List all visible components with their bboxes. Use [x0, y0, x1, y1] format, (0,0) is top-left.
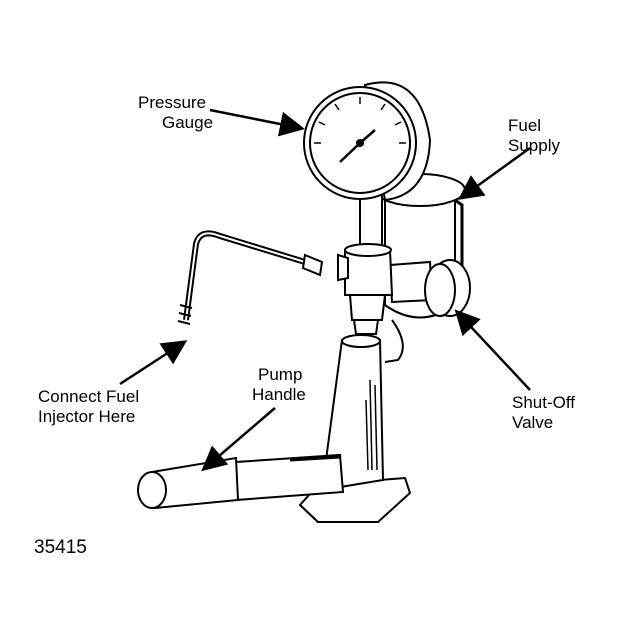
- arrow-connect-injector: [119, 340, 188, 386]
- label-connect-injector-line1: Connect Fuel: [38, 387, 140, 406]
- label-fuel-supply-line2: Supply: [508, 136, 560, 155]
- label-shutoff-valve-line2: Valve: [512, 413, 554, 432]
- label-connect-injector-line2: Injector Here: [38, 407, 136, 426]
- gauge-needle: [339, 142, 361, 163]
- arrow-pressure-gauge: [209, 108, 305, 137]
- pressure-gauge: [303, 81, 432, 202]
- label-pump-handle-line1: Pump: [258, 365, 303, 384]
- arrow-pump-handle: [201, 407, 276, 472]
- gauge-ticks: [314, 97, 406, 144]
- label-shutoff-valve-line1: Shut-Off: [512, 393, 575, 412]
- label-pressure-gauge-line2: Gauge: [162, 113, 214, 132]
- label-pump-handle-line2: Handle: [252, 385, 306, 404]
- label-pressure-gauge: Pressure Gauge: [138, 93, 213, 133]
- injector-line: [177, 230, 324, 325]
- figure-number: 35415: [34, 537, 87, 558]
- callout-arrows: [119, 108, 531, 472]
- pump-handle: [137, 453, 345, 510]
- arrow-fuel-supply: [457, 146, 531, 200]
- pump-body: [320, 334, 385, 492]
- arrow-shutoff-valve: [454, 309, 531, 391]
- label-connect-injector: Connect Fuel Injector Here: [38, 387, 139, 427]
- label-pressure-gauge-line1: Pressure: [138, 93, 207, 112]
- label-fuel-supply: Fuel Supply: [508, 116, 560, 156]
- gauge-column-fitting: [337, 194, 394, 335]
- label-shutoff-valve: Shut-Off Valve: [512, 393, 575, 433]
- shutoff-valve-knob: [388, 259, 471, 317]
- label-fuel-supply-line1: Fuel: [508, 116, 542, 135]
- label-pump-handle: Pump Handle: [252, 365, 306, 405]
